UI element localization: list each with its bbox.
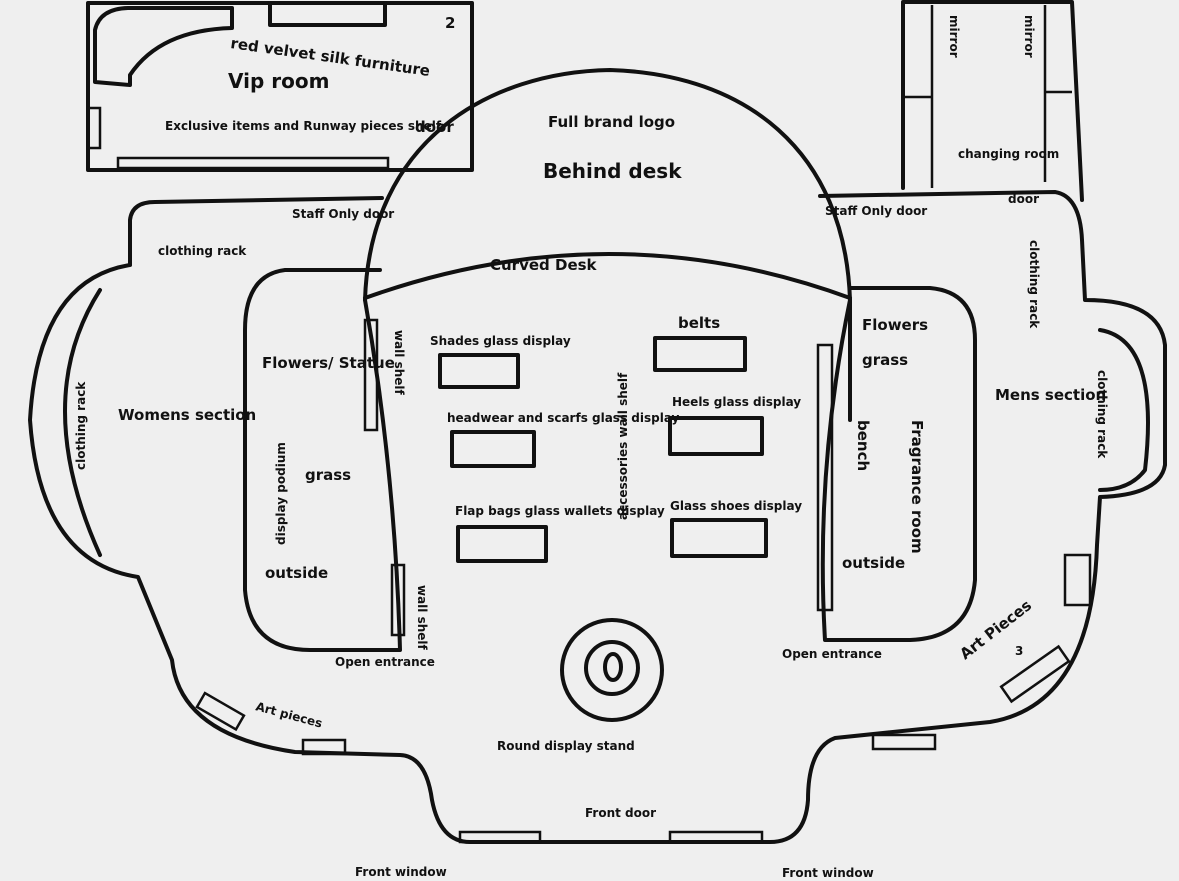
art-piece	[871, 733, 937, 751]
staff-door-right[interactable]: Staff Only door	[825, 204, 927, 218]
round-stand-label: Round display stand	[497, 739, 635, 753]
left-open-entrance[interactable]: Open entrance	[335, 655, 435, 669]
vip-shelf-label: Exclusive items and Runway pieces shelf	[165, 119, 442, 133]
wall-shelf-bottom	[390, 563, 406, 637]
display-label-heels: Heels glass display	[672, 395, 801, 409]
vip-sofa	[93, 6, 234, 87]
right-flowers-label: Flowers	[862, 316, 928, 334]
vip-room: 2 red velvet silk furniture Vip room Exc…	[86, 1, 474, 172]
brand-logo-label: Full brand logo	[548, 113, 675, 131]
right-courtyard	[820, 286, 977, 642]
vip-room-title: Vip room	[228, 69, 329, 93]
display-label-shades: Shades glass display	[430, 334, 571, 348]
display-case	[670, 518, 768, 558]
left-grass-label: grass	[305, 466, 351, 484]
mens-rack-label: clothing rack	[1095, 370, 1109, 459]
display-label-belts: belts	[678, 314, 720, 332]
vip-sofa	[268, 1, 387, 27]
front-window-left	[458, 830, 542, 844]
front-window-right	[668, 830, 764, 844]
accessories-shelf-label: accessories wall shelf	[616, 372, 630, 520]
clothing-rack-top-label: clothing rack	[158, 244, 247, 258]
right-outside-label: outside	[842, 554, 905, 572]
behind-desk-label: Behind desk	[543, 159, 682, 183]
display-label-bags: Flap bags glass wallets display	[455, 504, 665, 518]
display-podium-label: display podium	[274, 442, 288, 545]
wall-shelf-top	[363, 318, 379, 432]
right-open-entrance[interactable]: Open entrance	[782, 647, 882, 661]
display-case	[653, 336, 747, 372]
left-courtyard	[243, 268, 402, 652]
fragrance-room-label: Fragrance room	[908, 420, 926, 554]
accessories-wall-shelf	[816, 343, 834, 612]
curved-desk-label: Curved Desk	[490, 256, 598, 274]
womens-section-title: Womens section	[118, 406, 256, 424]
vip-side-shelf	[86, 106, 102, 150]
bench-label: bench	[854, 420, 872, 471]
front-window-left-label: Front window	[355, 865, 447, 879]
art-count: 3	[1015, 644, 1023, 658]
women-rack-wall	[63, 288, 102, 557]
curved-desk	[363, 252, 852, 300]
womens-rack-label: clothing rack	[74, 381, 88, 470]
display-cases	[438, 336, 768, 563]
left-outside-label: outside	[265, 564, 328, 582]
display-case	[450, 430, 536, 468]
men-rack-wall	[1098, 328, 1150, 492]
changing-room-title: changing room	[958, 147, 1059, 161]
flowers-statue-label: Flowers/ Statue	[262, 354, 395, 372]
mens-rack-top-label: clothing rack	[1027, 240, 1041, 329]
wall-shelf-bottom-label: wall shelf	[415, 585, 429, 651]
round-display-stand	[560, 618, 664, 722]
store-outline	[28, 190, 1167, 844]
art-piece	[301, 738, 347, 756]
wall-shelf-top-label: wall shelf	[392, 330, 406, 396]
display-label-headwear: headwear and scarfs glass display	[447, 411, 680, 425]
staff-door-left[interactable]: Staff Only door	[292, 207, 394, 221]
right-grass-label: grass	[862, 351, 908, 369]
display-case	[438, 353, 520, 389]
art-piece	[999, 644, 1071, 704]
front-window-right-label: Front window	[782, 866, 874, 880]
changing-door-label: door	[1008, 192, 1039, 206]
mens-section-title: Mens section	[995, 386, 1106, 404]
mirror-right-label: mirror	[1022, 15, 1036, 58]
front-door-label[interactable]: Front door	[585, 806, 656, 820]
vip-number: 2	[445, 14, 455, 32]
display-label-shoes: Glass shoes display	[670, 499, 802, 513]
art-piece	[1063, 553, 1092, 607]
art-left-label: Art pieces	[254, 699, 324, 730]
changing-room: mirror mirror changing room door	[901, 0, 1084, 206]
vip-door-label: door	[415, 118, 454, 136]
display-case	[456, 525, 548, 563]
display-case	[668, 416, 764, 456]
art-piece	[195, 691, 246, 732]
runway-shelf	[116, 156, 390, 170]
dome-wall	[363, 68, 852, 422]
mirror-left-label: mirror	[947, 15, 961, 58]
